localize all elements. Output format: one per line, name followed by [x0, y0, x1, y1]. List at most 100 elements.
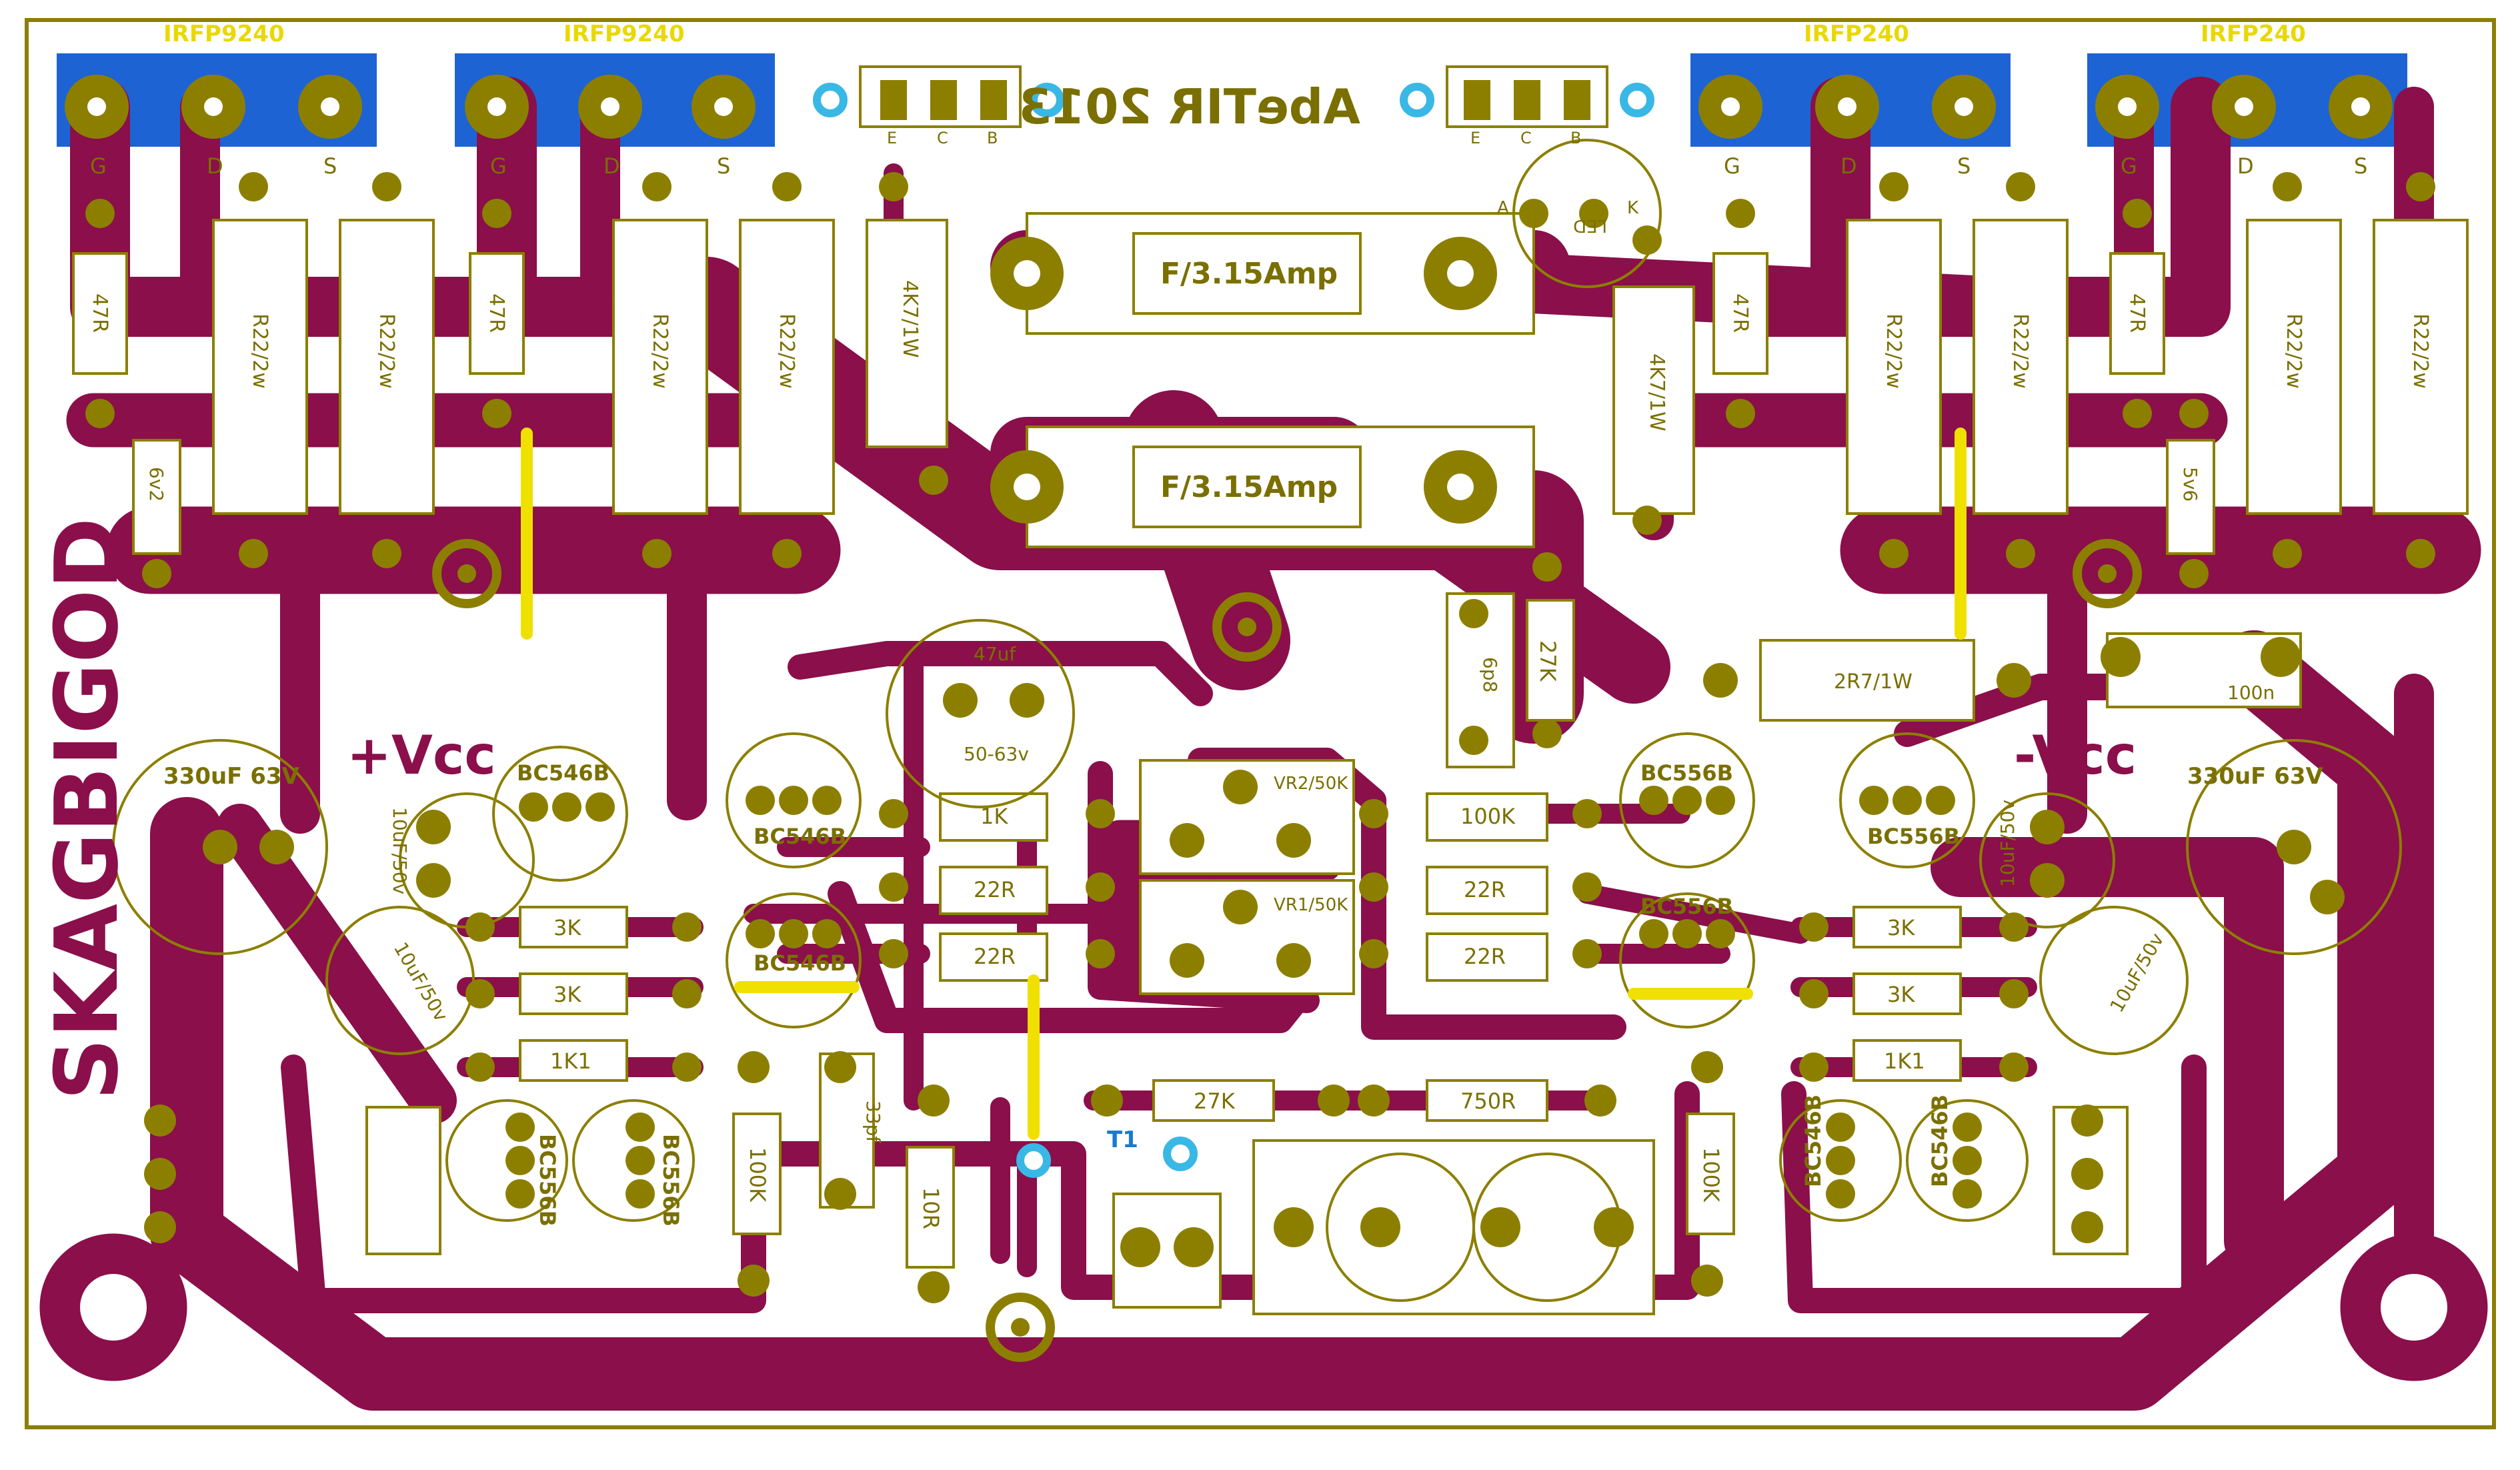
- svg-text:S: S: [1957, 153, 1971, 179]
- svg-text:BC546B: BC546B: [1927, 1094, 1953, 1187]
- trimmer-labels: VR2/50K VR1/50K: [1274, 774, 1348, 915]
- svg-text:4K7/1W: 4K7/1W: [898, 280, 922, 358]
- svg-text:E: E: [887, 129, 897, 147]
- rail-positive: +Vcc: [347, 724, 496, 786]
- svg-text:BC556B: BC556B: [535, 1134, 560, 1227]
- svg-text:S: S: [717, 153, 730, 179]
- svg-text:R22/2w: R22/2w: [1882, 313, 1905, 389]
- svg-text:BC546B: BC546B: [754, 824, 846, 849]
- pads-small: [85, 172, 2435, 1303]
- svg-text:22R: 22R: [1464, 877, 1506, 902]
- svg-text:6v2: 6v2: [145, 467, 167, 502]
- circle-outlines: [112, 139, 2402, 1302]
- svg-text:100K: 100K: [745, 1147, 770, 1203]
- svg-text:100K: 100K: [1460, 804, 1516, 829]
- svg-text:5v6: 5v6: [2179, 467, 2201, 502]
- svg-text:VR2/50K: VR2/50K: [1274, 774, 1348, 794]
- component-outlines: [72, 65, 2469, 1315]
- svg-text:4K7/1W: 4K7/1W: [1645, 353, 1668, 432]
- svg-text:2R7/1W: 2R7/1W: [1834, 670, 1913, 694]
- svg-text:47R: 47R: [88, 293, 111, 333]
- svg-text:B: B: [1570, 129, 1581, 147]
- svg-text:G: G: [90, 153, 107, 179]
- svg-text:BC556B: BC556B: [1640, 760, 1733, 786]
- svg-text:C: C: [1520, 129, 1532, 147]
- svg-text:750R: 750R: [1460, 1088, 1516, 1114]
- svg-text:BC556B: BC556B: [658, 1134, 684, 1227]
- connector-pin-labels: E C B E C B: [887, 129, 1581, 147]
- svg-text:10R: 10R: [918, 1187, 944, 1229]
- svg-text:D: D: [603, 153, 620, 179]
- mounting-holes: [80, 539, 2447, 1362]
- power-resistor-labels: 4K7/1W 4K7/1W 2R7/1W: [898, 280, 1913, 694]
- header-pads: [880, 80, 1590, 120]
- svg-text:R22/2w: R22/2w: [2009, 313, 2032, 389]
- rail-negative: -Vcc: [2014, 724, 2137, 786]
- svg-text:S: S: [2354, 153, 2367, 179]
- svg-text:S: S: [323, 153, 337, 179]
- svg-text:47R: 47R: [1728, 293, 1752, 333]
- svg-text:22R: 22R: [1464, 944, 1506, 969]
- side-logo: SKAGBIGOD: [36, 518, 137, 1100]
- svg-text:33pf: 33pf: [862, 1100, 884, 1143]
- svg-text:G: G: [2121, 153, 2137, 179]
- mosfet-4-part: IRFP240: [2201, 21, 2306, 47]
- svg-text:100K: 100K: [1698, 1147, 1724, 1203]
- mosfet-1-part: IRFP9240: [163, 21, 285, 47]
- source-resistor-labels: R22/2w R22/2w R22/2w R22/2w R22/2w R22/2…: [248, 313, 2432, 389]
- svg-text:3K: 3K: [1887, 915, 1915, 940]
- pads-large-holes: [87, 97, 2370, 500]
- transistor-pads: [505, 786, 1982, 1209]
- svg-text:47R: 47R: [2125, 293, 2149, 333]
- svg-text:3K: 3K: [553, 982, 581, 1007]
- test-point-label: T1: [1107, 1127, 1138, 1153]
- svg-text:27K: 27K: [1194, 1088, 1236, 1114]
- svg-text:D: D: [207, 153, 223, 179]
- svg-text:BC546B: BC546B: [754, 950, 846, 976]
- cap-main-2: 330uF 63V: [2187, 763, 2324, 790]
- svg-text:22R: 22R: [974, 944, 1016, 969]
- svg-text:27K: 27K: [1535, 640, 1560, 682]
- svg-text:1K: 1K: [980, 804, 1008, 829]
- svg-text:R22/2w: R22/2w: [375, 313, 398, 389]
- fuse-1-label: F/3.15Amp: [1160, 257, 1338, 291]
- svg-text:VR1/50K: VR1/50K: [1274, 895, 1348, 915]
- mosfet-3-part: IRFP240: [1804, 21, 1909, 47]
- gate-resistor-labels: 47R 47R 47R 47R: [88, 293, 2149, 333]
- small-resistor-labels: 1K 22R 22R 100K 22R 22R 3K 3K 1K1 3K 3K …: [550, 640, 1925, 1229]
- jumpers: [521, 428, 1967, 1140]
- mosfet-2-part: IRFP9240: [563, 21, 685, 47]
- svg-text:3K: 3K: [1887, 982, 1915, 1007]
- vias: [813, 83, 1654, 1178]
- svg-text:3K: 3K: [553, 915, 581, 940]
- svg-text:22R: 22R: [974, 877, 1016, 902]
- svg-text:D: D: [1840, 153, 1857, 179]
- svg-text:1K1: 1K1: [550, 1048, 591, 1074]
- led-label: LED: [1573, 215, 1607, 235]
- svg-text:R22/2w: R22/2w: [248, 313, 271, 389]
- svg-text:G: G: [1724, 153, 1740, 179]
- svg-text:R22/2w: R22/2w: [775, 313, 798, 389]
- svg-text:100n: 100n: [2227, 682, 2275, 704]
- svg-text:R22/2w: R22/2w: [648, 313, 672, 389]
- svg-text:B: B: [987, 129, 998, 147]
- transistor-labels: BC546B BC546B BC546B BC556B BC556B BC556…: [517, 760, 1960, 1227]
- svg-text:BC556B: BC556B: [1640, 894, 1733, 919]
- svg-text:E: E: [1470, 129, 1480, 147]
- svg-text:D: D: [2237, 153, 2254, 179]
- svg-text:6p8: 6p8: [1479, 657, 1501, 692]
- svg-text:BC556B: BC556B: [1867, 824, 1960, 849]
- cap-main-1: 330uF 63V: [163, 763, 300, 790]
- svg-text:C: C: [937, 129, 948, 147]
- mosfet-pin-labels: G D S G D S G D S G D S: [90, 153, 2367, 179]
- svg-text:10uF/50v: 10uF/50v: [1997, 800, 2019, 887]
- zener-labels: 6v2 5v6: [145, 467, 2201, 502]
- svg-text:R22/2w: R22/2w: [2409, 313, 2432, 389]
- led-pin-k: K: [1627, 198, 1639, 218]
- svg-text:10uF/50v: 10uF/50v: [389, 807, 411, 894]
- svg-text:47uf: 47uf: [974, 643, 1016, 665]
- svg-text:G: G: [490, 153, 507, 179]
- svg-text:50-63v: 50-63v: [964, 743, 1029, 765]
- board-title: AbeTIR 2013: [1018, 79, 1360, 135]
